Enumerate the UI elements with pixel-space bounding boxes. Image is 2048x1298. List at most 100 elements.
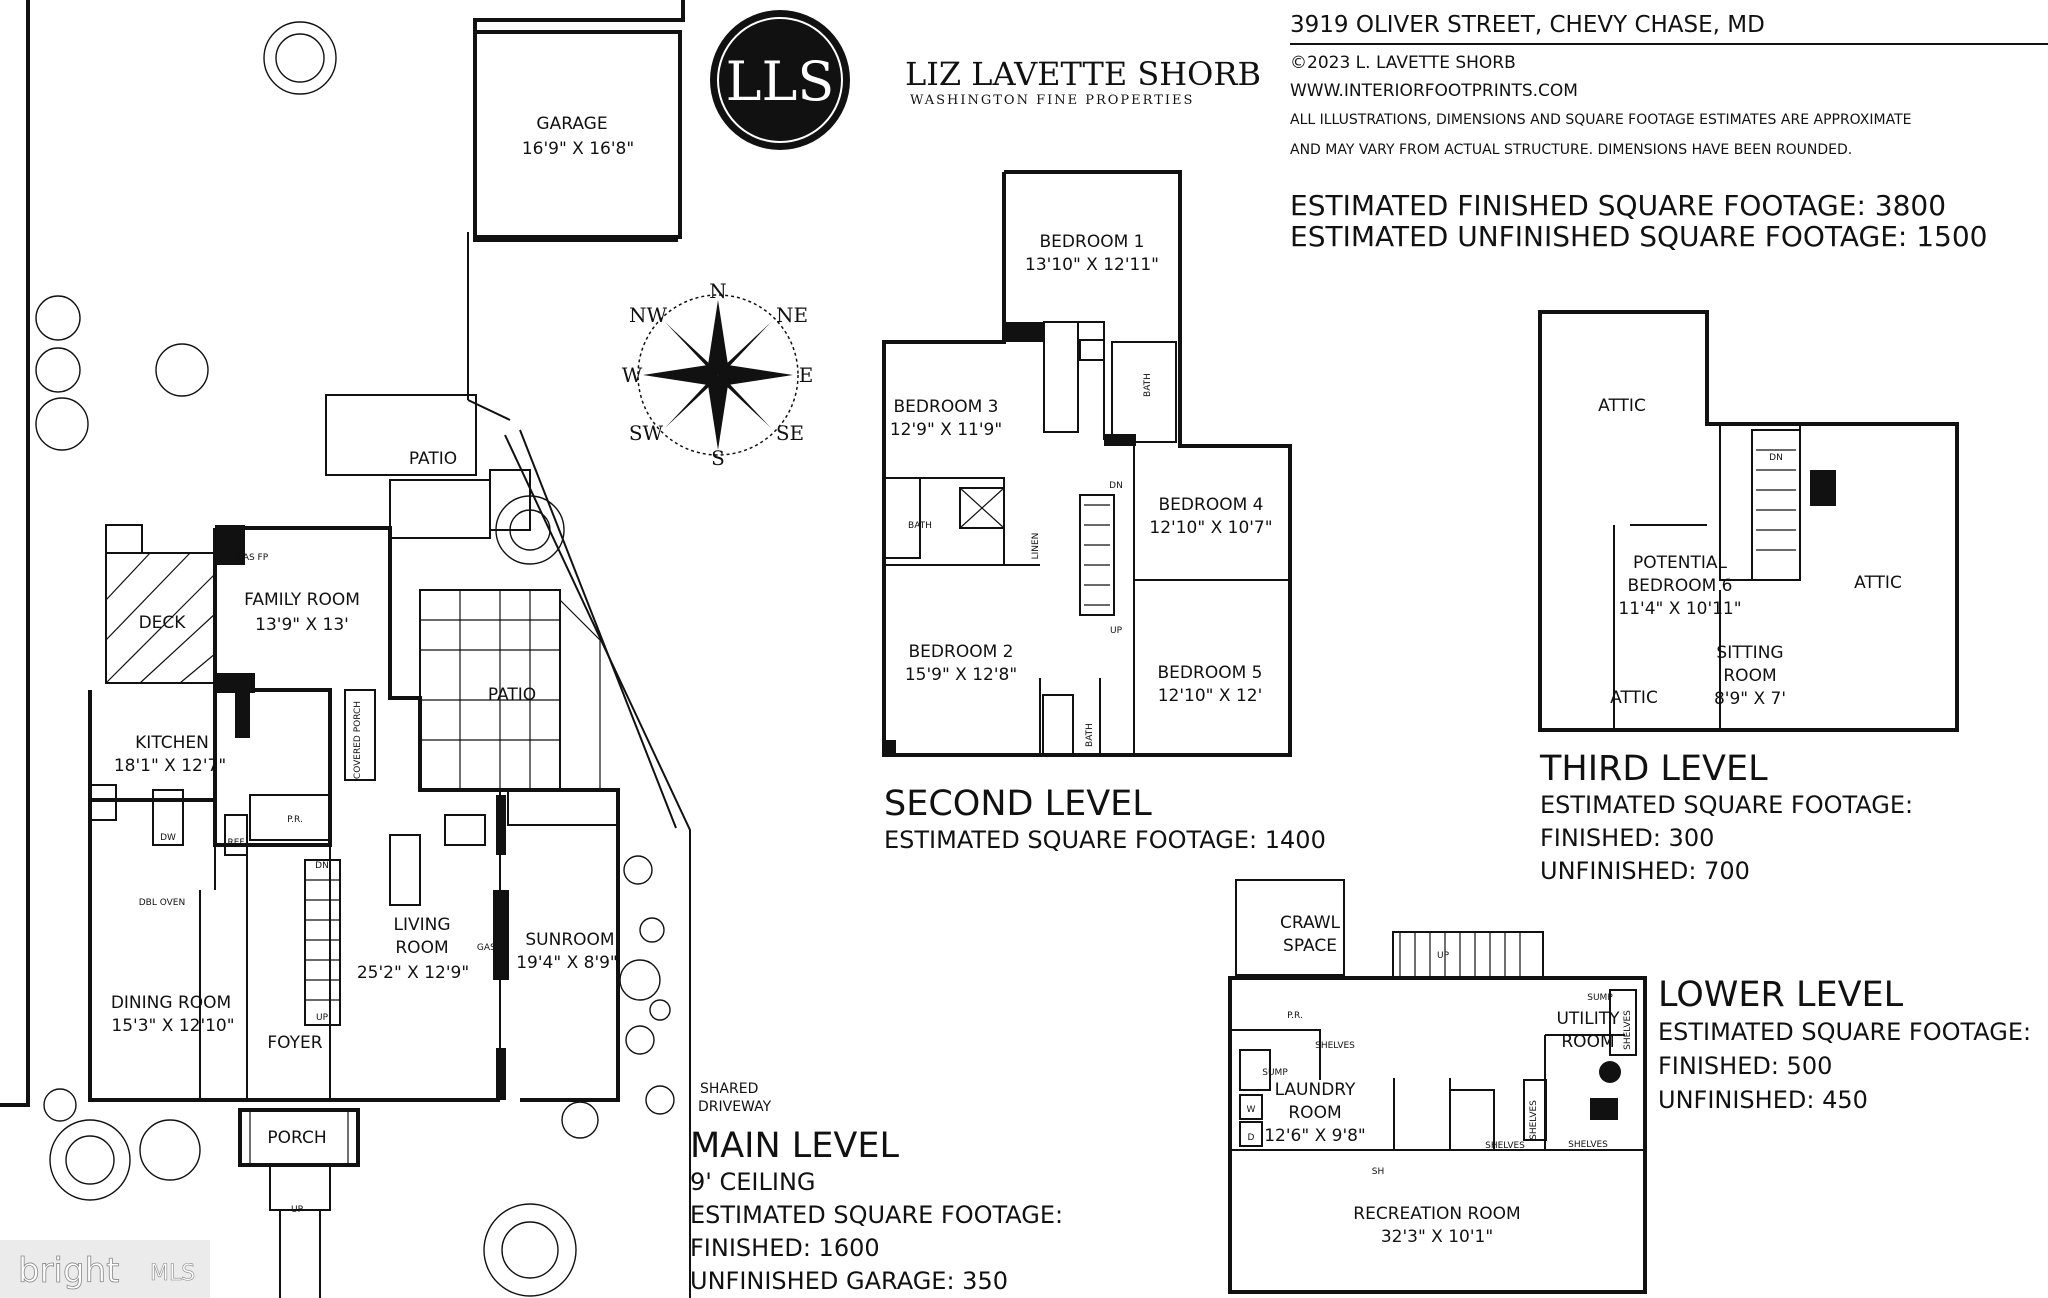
compass-n: N — [709, 279, 727, 303]
main-level-title: MAIN LEVEL — [690, 1126, 899, 1166]
washer-label: W — [1247, 1105, 1256, 1115]
laundry-room-dim: 12'6" X 9'8" — [1264, 1126, 1366, 1146]
compass-rose: N NE E SE S SW W NW — [622, 279, 814, 470]
covered-porch: COVERED PORCH — [344, 689, 376, 781]
deck: DECK — [105, 524, 217, 684]
bath1-label: BATH — [1143, 373, 1153, 397]
patio-top-label: PATIO — [409, 449, 457, 469]
covered-porch-label: COVERED PORCH — [353, 701, 363, 779]
shelves-label-5: SHELVES — [1529, 1100, 1539, 1140]
family-room: GAS FP FAMILY ROOM 13'9" X 13' — [215, 525, 360, 738]
kitchen-dim: 18'1" X 12'7" — [114, 756, 226, 776]
compass-se: SE — [776, 421, 804, 445]
shelves-label-4: SHELVES — [1623, 1010, 1633, 1050]
compass-w: W — [622, 363, 643, 387]
third-level-finished: FINISHED: 300 — [1540, 824, 1714, 852]
porch-label: PORCH — [267, 1128, 326, 1148]
bedroom5-name: BEDROOM 5 — [1158, 663, 1263, 683]
utility-room-name2: ROOM — [1561, 1032, 1614, 1052]
crawl-space-name2: SPACE — [1283, 936, 1337, 956]
header-disclaimer-line2: AND MAY VARY FROM ACTUAL STRUCTURE. DIME… — [1290, 142, 1852, 158]
shared-driveway-line1: SHARED — [700, 1081, 758, 1097]
header-unfinished-total: ESTIMATED UNFINISHED SQUARE FOOTAGE: 150… — [1290, 220, 1987, 253]
bedroom3-dim: 12'9" X 11'9" — [890, 420, 1002, 440]
living-room-dim: 25'2" X 12'9" — [357, 963, 469, 983]
sunroom: SUNROOM 19'4" X 8'9" — [507, 789, 619, 973]
ref-label: REF — [227, 838, 244, 848]
second-level-est: ESTIMATED SQUARE FOOTAGE: 1400 — [884, 826, 1326, 854]
compass-e: E — [799, 363, 814, 387]
main-level-est-label: ESTIMATED SQUARE FOOTAGE: — [690, 1201, 1063, 1229]
bedroom5-dim: 12'10" X 12' — [1158, 686, 1263, 706]
compass-s: S — [711, 446, 725, 470]
second-level-title: SECOND LEVEL — [884, 784, 1152, 824]
powder-room: P.R. — [249, 794, 331, 841]
lower-stair-up: UP — [1437, 951, 1450, 961]
third-level-title: THIRD LEVEL — [1539, 749, 1768, 789]
living-room-name2: ROOM — [395, 938, 448, 958]
main-level-ceiling: 9' CEILING — [690, 1168, 816, 1196]
sump-label-2: SUMP — [1587, 993, 1613, 1003]
dbl-oven-label: DBL OVEN — [139, 898, 185, 908]
lower-level-title: LOWER LEVEL — [1658, 975, 1904, 1015]
compass-sw: SW — [629, 421, 664, 445]
lower-level-est-label: ESTIMATED SQUARE FOOTAGE: — [1658, 1018, 2031, 1046]
header-block: 3919 OLIVER STREET, CHEVY CHASE, MD ©202… — [1290, 12, 2048, 253]
logo-tagline: WASHINGTON FINE PROPERTIES — [910, 93, 1194, 108]
shared-driveway-line2: DRIVEWAY — [698, 1099, 772, 1115]
living-room-name1: LIVING — [393, 915, 450, 935]
compass-ne: NE — [776, 303, 808, 327]
crawl-space-name1: CRAWL — [1280, 913, 1341, 933]
garage-name: GARAGE — [536, 114, 607, 134]
bath3-label: BATH — [908, 521, 932, 531]
header-finished-total: ESTIMATED FINISHED SQUARE FOOTAGE: 3800 — [1290, 189, 1946, 222]
second-stair-up: UP — [1110, 626, 1123, 636]
bath5-label: BATH — [1085, 723, 1095, 747]
garage-dim: 16'9" X 16'8" — [522, 139, 634, 159]
shelves-label-2: SHELVES — [1485, 1141, 1525, 1151]
dining-room-name: DINING ROOM — [111, 993, 231, 1013]
main-level-unfinished: UNFINISHED GARAGE: 350 — [690, 1267, 1008, 1295]
site-plan — [0, 0, 691, 1298]
landscape-trees — [35, 21, 675, 1297]
living-room: GAS FP LIVING ROOM 25'2" X 12'9" — [357, 795, 510, 1100]
third-level-plan: ATTIC ATTIC ATTIC POTENTIAL BEDROOM 6 11… — [1538, 310, 1959, 732]
main-level-finished: FINISHED: 1600 — [690, 1234, 880, 1262]
lower-level-unfinished: UNFINISHED: 450 — [1658, 1086, 1868, 1114]
family-room-name: FAMILY ROOM — [244, 590, 360, 610]
kitchen: KITCHEN 18'1" X 12'7" DW DBL OVEN REF — [89, 733, 248, 908]
dw-label: DW — [160, 833, 176, 843]
sump-label-1: SUMP — [1262, 1068, 1288, 1078]
kitchen-name: KITCHEN — [135, 733, 209, 753]
attic-top-label: ATTIC — [1598, 396, 1646, 416]
potential-bedroom6-name2: BEDROOM 6 — [1628, 576, 1733, 596]
dining-room-dim: 15'3" X 12'10" — [111, 1016, 234, 1036]
sh-label: SH — [1372, 1167, 1384, 1177]
header-disclaimer-line1: ALL ILLUSTRATIONS, DIMENSIONS AND SQUARE… — [1290, 112, 1912, 128]
laundry-room-name1: LAUNDRY — [1275, 1080, 1356, 1100]
watermark-brand: bright — [18, 1251, 119, 1291]
front-porch: PORCH UP — [238, 1108, 360, 1298]
recreation-room-dim: 32'3" X 10'1" — [1381, 1227, 1493, 1247]
brokerage-logo: LLS LIZ LAVETTE SHORB WASHINGTON FINE PR… — [710, 10, 1261, 150]
main-stair-up: UP — [316, 1013, 329, 1023]
bedroom1-dim: 13'10" X 12'11" — [1025, 255, 1159, 275]
sitting-room-name1: SITTING — [1716, 643, 1783, 663]
pr-label: P.R. — [287, 815, 303, 825]
patio-mid-label: PATIO — [488, 685, 536, 705]
lower-level-plan: CRAWL SPACE P.R. SHELVES SUMP LAUNDRY RO… — [1228, 879, 1647, 1294]
main-level-walls — [88, 526, 620, 1102]
bedroom2-dim: 15'9" X 12'8" — [905, 665, 1017, 685]
dryer-label: D — [1248, 1133, 1255, 1143]
sitting-room-dim: 8'9" X 7' — [1714, 689, 1786, 709]
shelves-label-3: SHELVES — [1568, 1140, 1608, 1150]
third-level-est-label: ESTIMATED SQUARE FOOTAGE: — [1540, 791, 1913, 819]
main-stair-dn: DN — [315, 861, 329, 871]
sitting-room-name2: ROOM — [1723, 666, 1776, 686]
attic-right-label: ATTIC — [1854, 573, 1902, 593]
linen-label: LINEN — [1031, 533, 1041, 560]
header-website: WWW.INTERIORFOOTPRINTS.COM — [1290, 81, 1578, 101]
bedroom3-name: BEDROOM 3 — [894, 397, 999, 417]
porch-up: UP — [291, 1205, 304, 1215]
